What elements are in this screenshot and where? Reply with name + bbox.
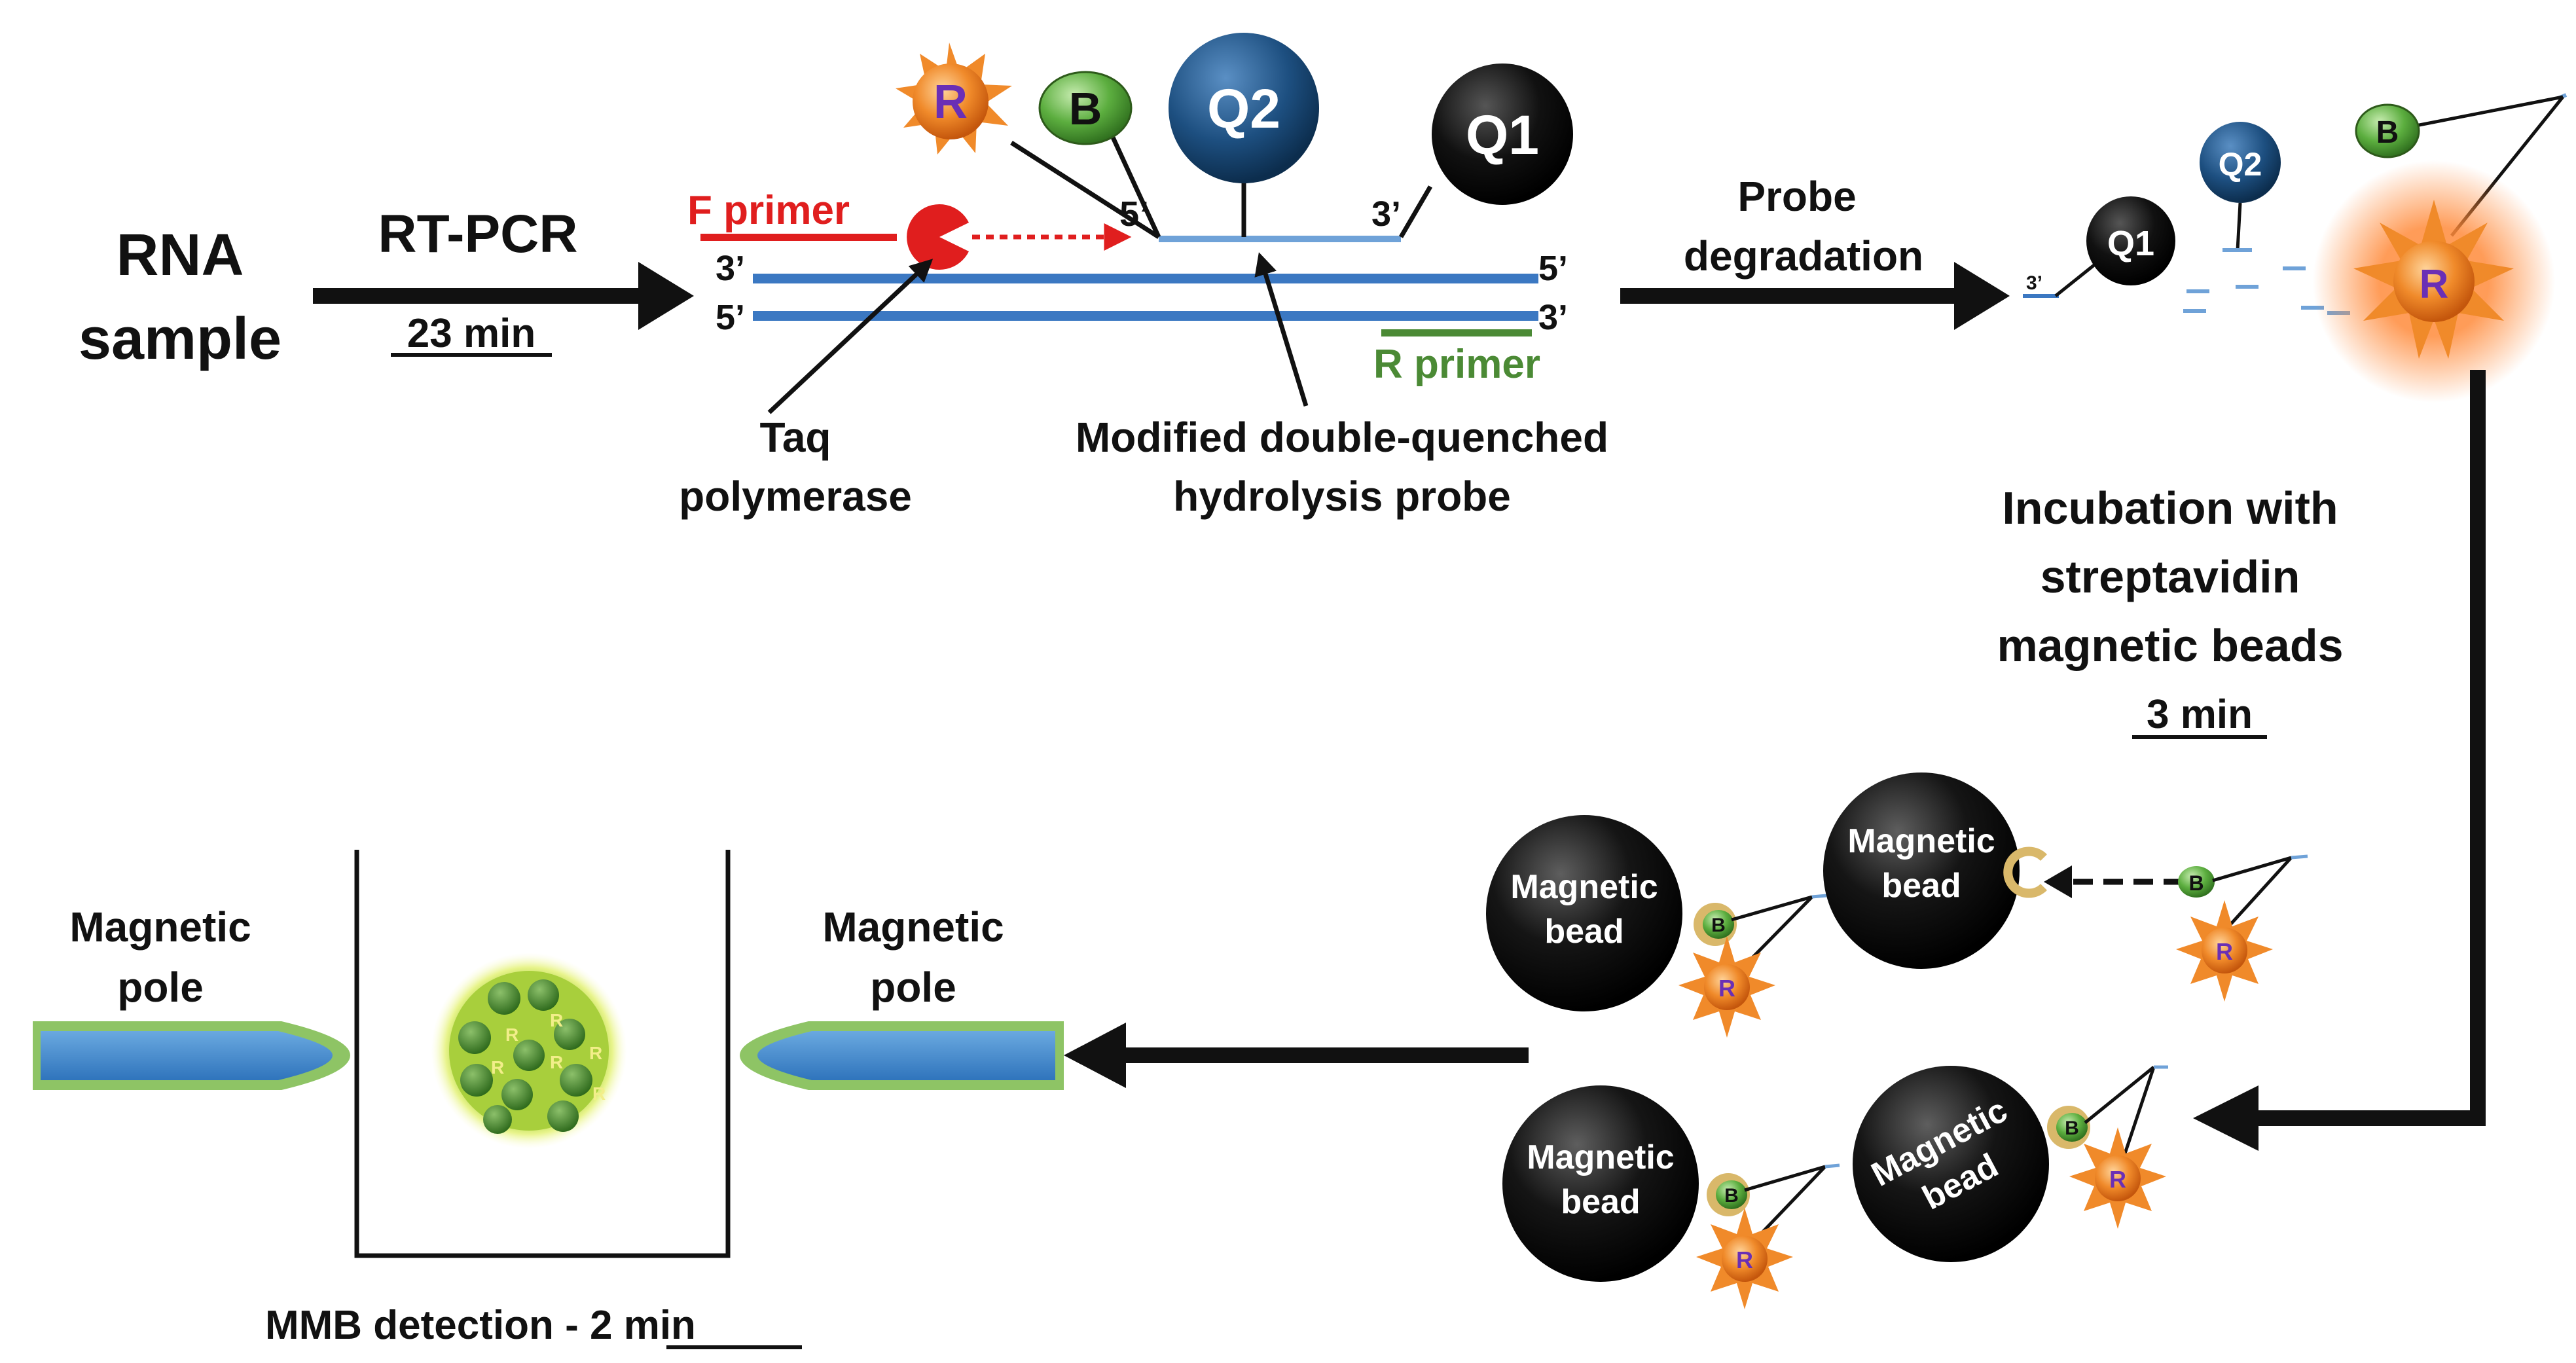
f-primer-line — [700, 234, 897, 241]
mmb-detection-time: 2 min — [590, 1303, 696, 1348]
rt-pcr-time: 23 min — [407, 311, 535, 356]
probe-strand — [1159, 236, 1401, 242]
bead-label-line2: bead — [1544, 913, 1624, 951]
bead-complex-top-left: Magnetic bead B R — [1486, 815, 1827, 1038]
quencher-q2-icon: Q2 — [1169, 33, 1319, 183]
free-q2-letter: Q2 — [2219, 146, 2262, 183]
approach-reporter-letter: R — [2216, 938, 2233, 965]
capture-bead-line1: Magnetic — [1847, 822, 1995, 860]
bead-biotin-letter: B — [1711, 915, 1726, 936]
q2-letter: Q2 — [1207, 78, 1280, 139]
taq-label-line1: Taq — [759, 414, 831, 461]
incubation-label: Incubation with streptavidin magnetic be… — [1997, 482, 2344, 739]
right-pole-line1: Magnetic — [822, 903, 1004, 951]
free-q2-icon: Q2 — [2200, 122, 2281, 203]
mmb-detection-text: MMB detection - 2 min — [265, 1303, 696, 1348]
taq-polymerase-icon — [907, 204, 969, 270]
right-magnetic-pole: Magnetic pole — [740, 903, 1064, 1090]
mmb-detection-prefix: MMB detection - — [265, 1303, 590, 1348]
free-biotin-letter: B — [2376, 115, 2399, 150]
glowing-reporter-letter: R — [2420, 262, 2449, 307]
cluster-r4: R — [589, 1043, 602, 1063]
bead-complex-bottom-left: Magnetic bead B R — [1502, 1085, 1840, 1309]
right-pole-line2: pole — [870, 964, 956, 1011]
free-q1-letter: Q1 — [2107, 224, 2154, 263]
taq-label: Taq polymerase — [679, 259, 934, 520]
probe-3prime: 3’ — [1371, 194, 1401, 234]
detection-well — [354, 850, 731, 1258]
probe-label: Modified double-quenched hydrolysis prob… — [1076, 252, 1608, 520]
top-strand-5prime: 5’ — [1538, 249, 1568, 288]
pcr-template: 3’ 5’ 5’ 3’ F primer R primer 5’ 3’ R B — [687, 33, 1573, 387]
probe-label-line1: Modified double-quenched — [1076, 414, 1608, 461]
bottom-strand-5prime: 5’ — [716, 298, 745, 337]
probe-degradation-arrow: Probe degradation — [1620, 173, 2010, 330]
bead-reporter-letter: R — [1718, 975, 1735, 1002]
r-primer-label: R primer — [1373, 342, 1540, 387]
biotin-letter: B — [1069, 83, 1102, 134]
bead-complex-bottom-right: Magnetic bead B R — [1853, 1065, 2168, 1262]
r-primer-line — [1381, 329, 1532, 336]
q1-letter: Q1 — [1466, 104, 1539, 166]
top-strand-3prime: 3’ — [716, 249, 745, 288]
rna-sample-line1: RNA — [117, 223, 244, 288]
incubation-line3: magnetic beads — [1997, 620, 2343, 671]
bead-b-label-line1: Magnetic — [1527, 1138, 1674, 1176]
cluster-r5: R — [491, 1057, 504, 1078]
free-biotin-icon: B — [2355, 103, 2420, 158]
quencher-q1-icon: Q1 — [1432, 64, 1573, 205]
cluster-r6: R — [592, 1083, 606, 1104]
bead-cluster: R R R R R R — [431, 953, 627, 1149]
approach-biotin-letter: B — [2188, 871, 2204, 895]
biotin-icon: B — [1038, 71, 1133, 145]
incubation-line2: streptavidin — [2041, 551, 2300, 602]
glowing-reporter-icon: R — [2313, 160, 2555, 403]
bead-c-biotin-letter: B — [2065, 1118, 2079, 1139]
cluster-r2: R — [505, 1025, 518, 1045]
taq-label-line2: polymerase — [679, 473, 912, 520]
bottom-dna-strand — [753, 311, 1538, 321]
rt-pcr-arrow: RT-PCR 23 min — [313, 204, 694, 357]
top-dna-strand — [753, 274, 1538, 283]
capture-bead-line2: bead — [1881, 867, 1961, 905]
bead-b-label-line2: bead — [1561, 1183, 1640, 1221]
to-detection-arrow — [1064, 1023, 1529, 1088]
bead-capture-top-right: Magnetic bead B R — [1823, 772, 2308, 1002]
bead-c-reporter-letter: R — [2109, 1166, 2126, 1193]
rna-sample-line2: sample — [79, 306, 281, 372]
incubation-line1: Incubation with — [2002, 482, 2338, 534]
bottom-strand-3prime: 3’ — [1538, 298, 1568, 337]
free-q1-icon: Q1 — [2086, 196, 2175, 285]
incubation-arrow — [2193, 370, 2486, 1151]
incubation-time: 3 min — [2147, 692, 2253, 737]
rna-sample-label: RNA sample — [79, 223, 281, 372]
cluster-r3: R — [550, 1052, 563, 1072]
probe-label-line2: hydrolysis probe — [1173, 473, 1511, 520]
bead-b-reporter-letter: R — [1736, 1246, 1753, 1273]
left-pole-line1: Magnetic — [69, 903, 251, 951]
probe-degradation-line1: Probe — [1737, 173, 1856, 220]
mmb-detection-label: MMB detection - 2 min — [265, 1303, 802, 1349]
bead-label-line1: Magnetic — [1510, 868, 1658, 906]
cluster-r1: R — [550, 1010, 563, 1030]
bead-b-biotin-letter: B — [1724, 1185, 1739, 1207]
reporter-letter: R — [934, 76, 968, 128]
probe-degradation-line2: degradation — [1684, 232, 1923, 280]
reporter-dye-icon: R — [896, 43, 1012, 154]
left-pole-line2: pole — [117, 964, 204, 1011]
f-primer-label: F primer — [687, 188, 850, 233]
streptavidin-icon — [2003, 846, 2047, 898]
fragment-3prime: 3’ — [2026, 272, 2042, 294]
rt-pcr-label: RT-PCR — [378, 204, 577, 264]
degraded-probe-fragments: 3’ Q1 Q2 B R — [2023, 93, 2567, 403]
left-magnetic-pole: Magnetic pole — [33, 903, 350, 1090]
